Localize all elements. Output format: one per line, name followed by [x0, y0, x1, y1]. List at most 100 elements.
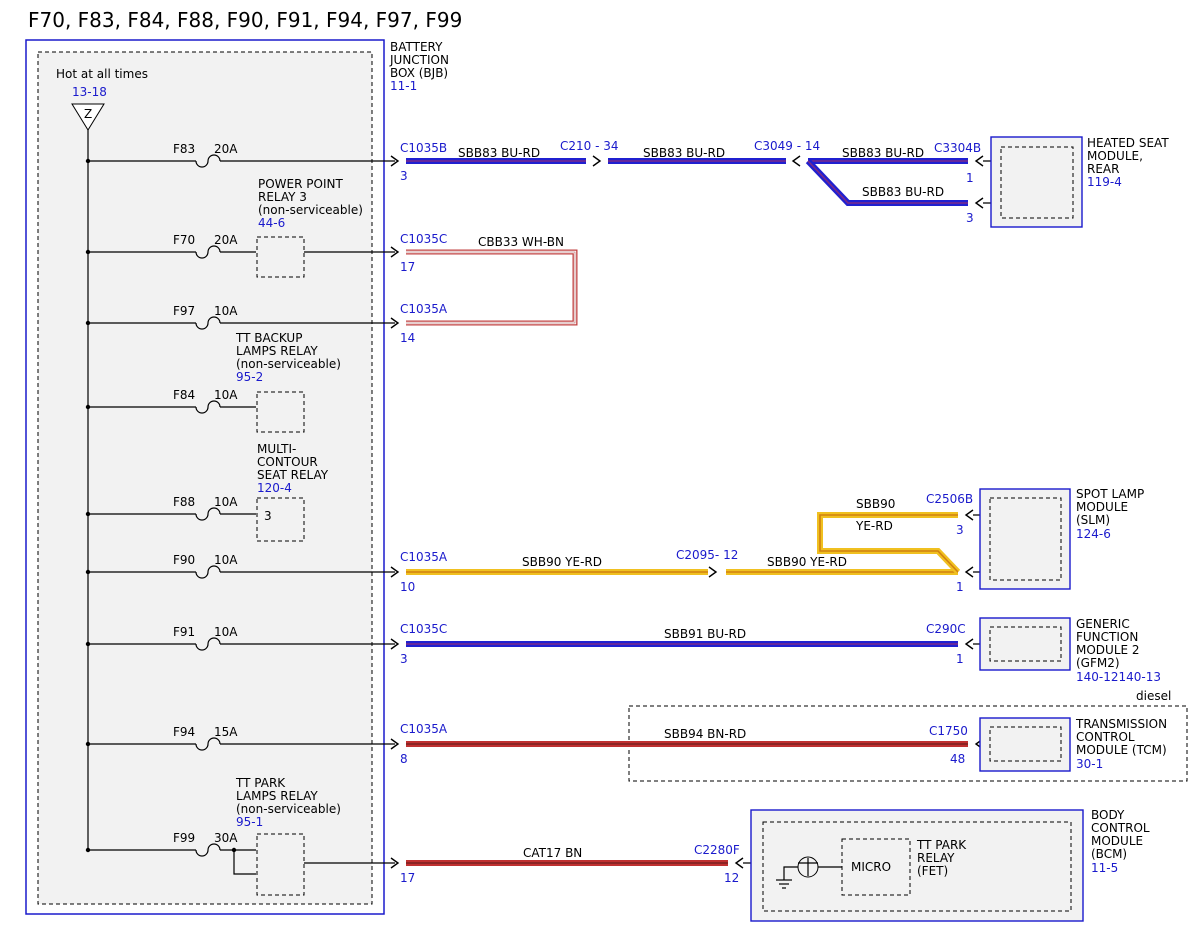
svg-text:MODULE 2: MODULE 2	[1076, 643, 1140, 657]
conn-c2280f: C2280F	[694, 843, 740, 857]
svg-text:FUNCTION: FUNCTION	[1076, 630, 1138, 644]
svg-text:20A: 20A	[214, 142, 238, 156]
svg-text:TT BACKUP: TT BACKUP	[235, 331, 302, 345]
svg-text:F94: F94	[173, 725, 195, 739]
relay-tt-park-lamps: TT PARK LAMPS RELAY (non-serviceable) 95…	[235, 776, 341, 896]
circuit-sbb91: C1035C 3 SBB91 BU-RD C290C 1	[400, 622, 990, 666]
fuse-f83: F83 20A	[85, 142, 395, 168]
conn-c1750-pin: 48	[950, 752, 965, 766]
wire-label-sbb90-b: SBB90 YE-RD	[767, 555, 847, 569]
micro-box	[841, 838, 911, 896]
svg-text:F84: F84	[173, 388, 195, 402]
svg-text:10A: 10A	[214, 388, 238, 402]
circuit-cbb33: C1035C 17 CBB33 WH-BN C1035A 14	[400, 232, 578, 345]
page-title: F70, F83, F84, F88, F90, F91, F94, F97, …	[28, 8, 462, 32]
conn-c2506b: C2506B	[926, 492, 973, 506]
conn-c2280f-pin: 12	[724, 871, 739, 885]
wire-label-sbb83-c: SBB83 BU-RD	[842, 146, 924, 160]
svg-text:GENERIC: GENERIC	[1076, 617, 1130, 631]
wire-label-yerd-top: YE-RD	[855, 519, 893, 533]
svg-text:F88: F88	[173, 495, 195, 509]
svg-text:MODULE: MODULE	[1076, 500, 1128, 514]
svg-text:HEATED SEAT: HEATED SEAT	[1087, 136, 1169, 150]
svg-text:95-1: 95-1	[236, 815, 263, 829]
svg-text:(SLM): (SLM)	[1076, 513, 1110, 527]
conn-c2506b-pin2: 1	[956, 580, 964, 594]
bjb-label: BATTERY JUNCTION BOX (BJB) 11-1	[389, 40, 449, 93]
conn-c1035a-b-pin: 10	[400, 580, 415, 594]
conn-c1035-d-pin: 17	[400, 871, 415, 885]
conn-c1035c-a: C1035C	[400, 232, 447, 246]
conn-c1035a-c-pin: 8	[400, 752, 408, 766]
svg-text:11-5: 11-5	[1091, 861, 1118, 875]
svg-text:TRANSMISSION: TRANSMISSION	[1075, 717, 1167, 731]
ground-icon	[776, 866, 798, 889]
svg-text:POWER POINT: POWER POINT	[258, 177, 343, 191]
conn-c1035b-pin: 3	[400, 169, 408, 183]
svg-text:F90: F90	[173, 553, 195, 567]
conn-c3304b: C3304B	[934, 141, 981, 155]
svg-text:(GFM2): (GFM2)	[1076, 656, 1120, 670]
svg-text:F91: F91	[173, 625, 195, 639]
module-heated-seat-rear: HEATED SEAT MODULE, REAR 119-4	[990, 136, 1169, 228]
bjb-connector-arrows	[390, 155, 400, 869]
circuit-sbb94: C1035A 8 SBB94 BN-RD C1750 48	[400, 722, 990, 766]
svg-text:MODULE: MODULE	[1091, 834, 1143, 848]
svg-text:120-4: 120-4	[257, 481, 292, 495]
wire-label-cbb33: CBB33 WH-BN	[478, 235, 564, 249]
svg-text:TT PARK: TT PARK	[235, 776, 286, 790]
bjb-outer-box	[25, 39, 385, 915]
fuse-f91: F91 10A	[85, 625, 395, 651]
svg-text:(BCM): (BCM)	[1091, 847, 1127, 861]
hot-ref: 13-18	[72, 85, 107, 99]
fuse-f70: F70 20A	[85, 233, 395, 259]
wire-label-sbb90-top: SBB90	[856, 497, 895, 511]
conn-c1035a-b: C1035A	[400, 550, 448, 564]
conn-c210: C210 - 34	[560, 139, 619, 153]
wire-label-sbb83-b: SBB83 BU-RD	[643, 146, 725, 160]
svg-text:BOX (BJB): BOX (BJB)	[390, 66, 448, 80]
svg-text:CONTOUR: CONTOUR	[257, 455, 318, 469]
svg-text:10A: 10A	[214, 625, 238, 639]
svg-text:11-1: 11-1	[390, 79, 417, 93]
conn-c290c: C290C	[926, 622, 966, 636]
circuit-sbb83: C1035B 3 SBB83 BU-RD C210 - 34 SBB83 BU-…	[400, 139, 1000, 225]
svg-text:F83: F83	[173, 142, 195, 156]
module-tcm: TRANSMISSION CONTROL MODULE (TCM) 30-1	[979, 717, 1167, 772]
hot-at-all-times-label: Hot at all times	[56, 67, 148, 81]
svg-text:F70: F70	[173, 233, 195, 247]
svg-text:BATTERY: BATTERY	[390, 40, 443, 54]
fuse-f84: F84 10A	[85, 388, 256, 414]
svg-text:30A: 30A	[214, 831, 238, 845]
conn-c2095: C2095- 12	[676, 548, 738, 562]
svg-text:(non-serviceable): (non-serviceable)	[258, 203, 363, 217]
wire-label-cat17: CAT17 BN	[523, 846, 582, 860]
conn-c290c-pin: 1	[956, 652, 964, 666]
wire-label-sbb83: SBB83 BU-RD	[458, 146, 540, 160]
svg-text:(non-serviceable): (non-serviceable)	[236, 357, 341, 371]
svg-text:LAMPS RELAY: LAMPS RELAY	[236, 789, 318, 803]
circuit-cat17: 17 CAT17 BN C2280F 12	[400, 843, 798, 885]
svg-text:REAR: REAR	[1087, 162, 1119, 176]
svg-text:10A: 10A	[214, 553, 238, 567]
conn-c1035b: C1035B	[400, 141, 447, 155]
fuse-f88: F88 10A	[85, 495, 256, 521]
svg-text:MULTI-: MULTI-	[257, 442, 296, 456]
svg-text:(non-serviceable): (non-serviceable)	[236, 802, 341, 816]
conn-c3049: C3049 - 14	[754, 139, 820, 153]
svg-text:JUNCTION: JUNCTION	[389, 53, 449, 67]
relay-power-point-3: POWER POINT RELAY 3 (non-serviceable) 44…	[256, 177, 363, 278]
module-spot-lamp: SPOT LAMP MODULE (SLM) 124-6	[979, 487, 1144, 590]
conn-c1035c-a-pin: 17	[400, 260, 415, 274]
svg-text:MODULE,: MODULE,	[1087, 149, 1143, 163]
conn-c1035a-a: C1035A	[400, 302, 448, 316]
fuse-f97: F97 10A	[85, 304, 395, 330]
svg-text:BODY: BODY	[1091, 808, 1125, 822]
conn-c2506b-pin1: 3	[956, 523, 964, 537]
fuse-f94: F94 15A	[85, 725, 395, 751]
conn-c3304b-pin2: 3	[966, 211, 974, 225]
wire-label-sbb94: SBB94 BN-RD	[664, 727, 746, 741]
conn-c1035c-b-pin: 3	[400, 652, 408, 666]
circuit-sbb90: C1035A 10 SBB90 YE-RD C2095- 12 SBB90 YE…	[400, 492, 990, 594]
